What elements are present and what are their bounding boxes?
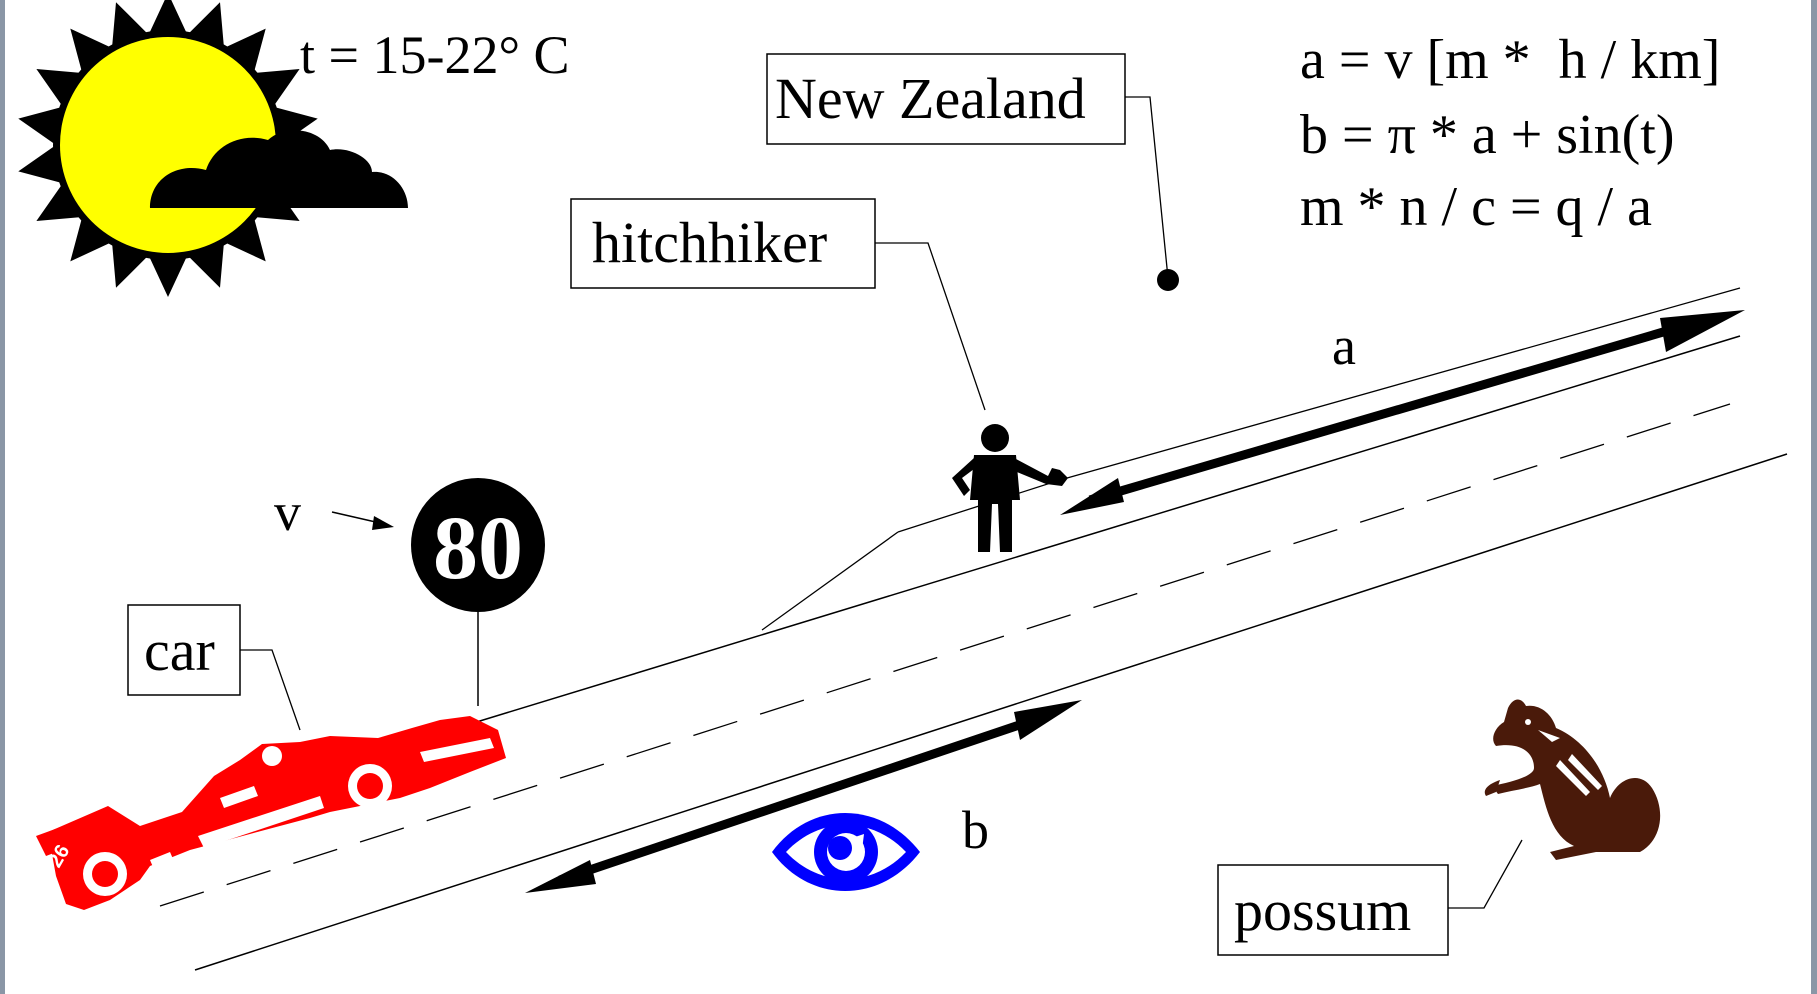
distance-arrow-a (1060, 310, 1745, 515)
road (159, 287, 1788, 971)
possum-label: possum (1234, 878, 1411, 943)
formulas: a = v [m * h / km] b = π * a + sin(t) m … (1300, 29, 1720, 238)
possum-leader-line (1448, 839, 1523, 909)
country-label-box (766, 53, 1126, 145)
formula-3: m * n / c = q / a (1300, 176, 1652, 238)
hitchhiker-label-box (570, 198, 876, 289)
car-leader-line (240, 649, 301, 731)
possum-label-box (1217, 864, 1449, 956)
right-edge-strip (1811, 0, 1817, 994)
hitchhiker-label: hitchhiker (592, 210, 827, 275)
distance-b-label: b (962, 800, 989, 860)
possum-stripes (1525, 719, 1602, 796)
road-upper-edge (469, 335, 1741, 725)
country-location-dot (1157, 269, 1179, 291)
cloud-icon (150, 130, 408, 208)
formula-2: b = π * a + sin(t) (1300, 104, 1675, 166)
road-center-dashed (159, 403, 1731, 907)
eye-icon (772, 813, 920, 891)
speed-var-arrow-line (331, 511, 381, 524)
speed-variable-label: v (274, 482, 301, 542)
distance-arrow-b (525, 700, 1082, 893)
hitchhiker-figure-icon (952, 424, 1068, 552)
road-far-edge (1059, 287, 1741, 481)
race-car-icon (36, 716, 506, 910)
left-edge-strip (0, 0, 5, 994)
road-lower-edge (194, 453, 1788, 971)
formula-1: a = v [m * h / km] (1300, 29, 1720, 91)
country-leader-line (1125, 96, 1169, 279)
sidewalk-line (761, 531, 899, 631)
speed-var-arrowhead (372, 516, 394, 530)
hitchhiker-leader-line (875, 242, 986, 411)
car-label-box (127, 604, 241, 696)
country-label: New Zealand (775, 66, 1086, 131)
speed-sign-value: 80 (433, 499, 523, 598)
temperature-label: t = 15-22° C (300, 25, 570, 85)
distance-a-label: a (1332, 316, 1356, 376)
car-label: car (144, 618, 215, 683)
speed-sign-icon (411, 478, 545, 706)
